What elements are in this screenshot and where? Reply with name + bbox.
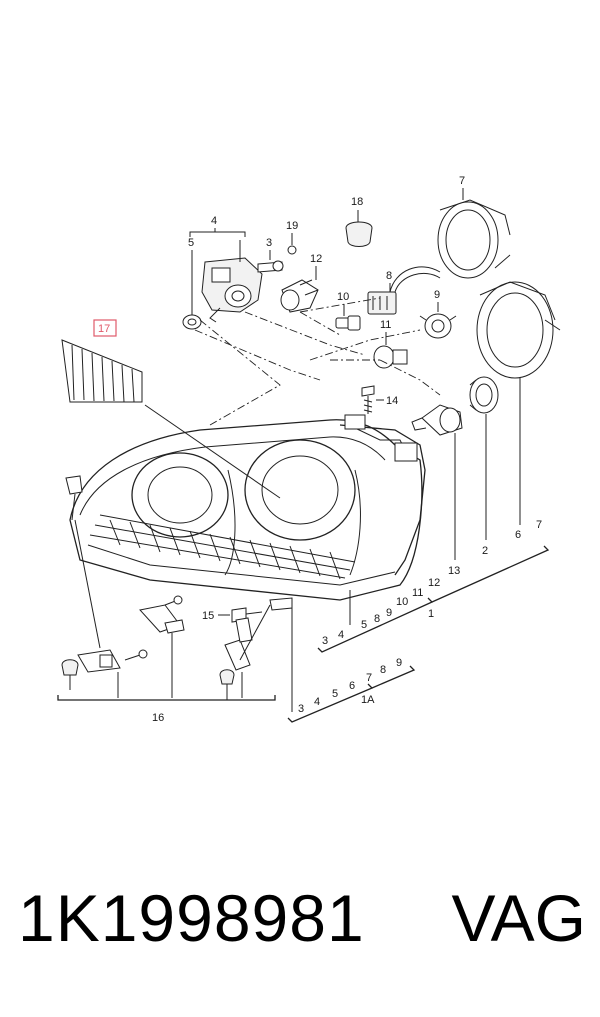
group-1a-item-4: 4 <box>314 696 320 708</box>
callout-14: 14 <box>386 395 398 407</box>
group-1a-item-8: 8 <box>380 664 386 676</box>
callout-17: 17 <box>98 323 110 335</box>
bottom-brackets: 15 16 <box>57 519 276 724</box>
part-6-cover: 6 <box>476 281 561 541</box>
callout-5: 5 <box>188 237 194 249</box>
footer: 1K1998981 VAG <box>0 880 600 980</box>
group-1-bracket: 3 4 5 8 9 10 11 12 1 7 <box>317 519 550 653</box>
callout-12: 12 <box>310 253 322 265</box>
headlight-exploded-diagram: 17 4 5 3 19 12 18 <box>57 175 561 724</box>
group-1-item-11: 11 <box>412 587 423 599</box>
group-1a-item-5: 5 <box>332 688 338 700</box>
callout-7: 7 <box>459 175 465 187</box>
group-1-item-12: 12 <box>428 577 440 589</box>
callout-1a: 1A <box>361 694 375 706</box>
group-1-item-10: 10 <box>396 596 408 608</box>
part-17-reflector: 17 <box>61 319 281 499</box>
group-1-item-8: 8 <box>374 613 380 625</box>
part-13-bulb: 13 <box>411 404 463 577</box>
group-1a-item-6: 6 <box>349 680 355 692</box>
part-18-cap: 18 <box>345 196 373 247</box>
part-2-cap: 2 <box>469 376 499 557</box>
group-1a-item-3: 3 <box>298 703 304 715</box>
part-4-5-motor: 4 5 <box>182 215 263 330</box>
group-1-item-3: 3 <box>322 635 328 647</box>
part-11-bulb: 11 <box>373 319 408 369</box>
group-1a-item-7: 7 <box>366 672 372 684</box>
group-1-item-4: 4 <box>338 629 344 641</box>
callout-13: 13 <box>448 565 460 577</box>
callout-17-box <box>93 319 117 337</box>
callout-3: 3 <box>266 237 272 249</box>
part-10-bulb: 10 <box>335 291 361 331</box>
callout-11: 11 <box>380 319 391 331</box>
callout-1: 1 <box>428 608 434 620</box>
group-right-item-7: 7 <box>536 519 542 531</box>
group-1-item-9: 9 <box>386 607 392 619</box>
callout-6: 6 <box>515 529 521 541</box>
part-12-bulb: 12 <box>280 253 322 313</box>
part-14-screw: 14 <box>361 385 398 414</box>
callout-19: 19 <box>286 220 298 232</box>
group-1-item-5: 5 <box>361 619 367 631</box>
headlight-housing <box>65 414 426 611</box>
callout-9: 9 <box>434 289 440 301</box>
callout-16: 16 <box>152 712 164 724</box>
group-1a-item-9: 9 <box>396 657 402 669</box>
part-number: 1K1998981 <box>18 881 365 955</box>
callout-18: 18 <box>351 196 363 208</box>
part-7-cover: 7 <box>437 175 511 279</box>
callout-4: 4 <box>211 215 217 227</box>
part-3-19-screw: 3 19 <box>257 220 298 273</box>
callout-10: 10 <box>337 291 349 303</box>
part-8-harness: 8 <box>367 266 441 315</box>
part-9-socket: 9 <box>419 289 457 339</box>
brand-label: VAG <box>451 881 586 955</box>
centerlines <box>194 297 441 426</box>
callout-15: 15 <box>202 610 214 622</box>
callout-2: 2 <box>482 545 488 557</box>
group-1a-bracket: 3 4 5 6 7 8 9 1A <box>287 657 416 723</box>
callout-8: 8 <box>386 270 392 282</box>
housing-leaders <box>291 590 351 712</box>
